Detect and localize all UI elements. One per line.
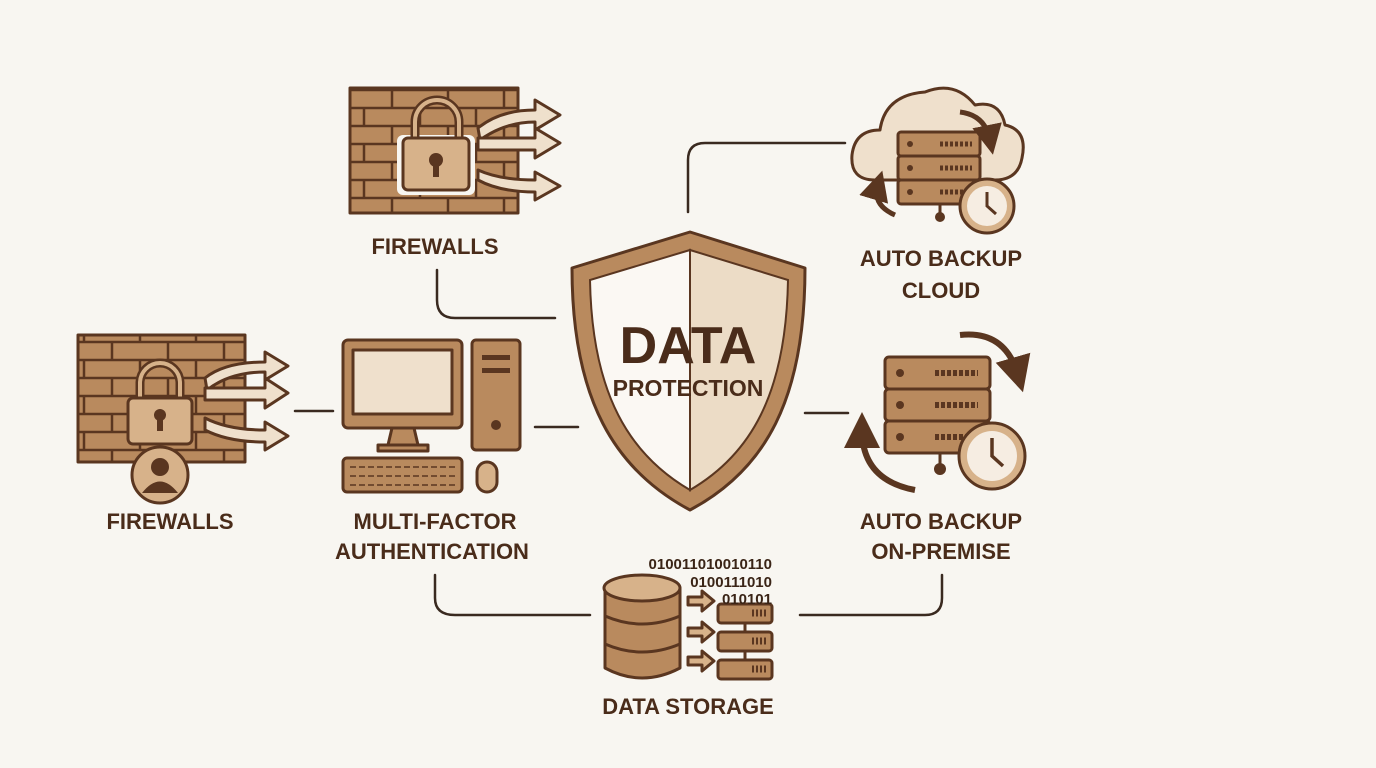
backup-cloud-label-line1: AUTO BACKUP: [860, 246, 1022, 271]
center-subtitle: PROTECTION: [613, 375, 764, 401]
data-storage-label: DATA STORAGE: [602, 694, 774, 719]
data-protection-shield: DATA PROTECTION: [570, 230, 807, 512]
mfa-label-line1: MULTI-FACTOR: [354, 509, 517, 534]
backup-onprem-label-line2: ON-PREMISE: [871, 539, 1010, 564]
backup-cloud-label-line2: CLOUD: [902, 278, 980, 303]
connector-lines: [293, 141, 944, 617]
firewalls-left-label: FIREWALLS: [106, 509, 233, 534]
center-title: DATA: [620, 317, 757, 375]
mfa-label-line2: AUTHENTICATION: [335, 539, 529, 564]
database-icon: [602, 573, 774, 681]
brick-wall-lock-user-icon: [76, 333, 290, 505]
binary-line-1: 010011010010110: [649, 556, 772, 573]
firewalls-top-label: FIREWALLS: [371, 234, 498, 259]
backup-onprem-label-line1: AUTO BACKUP: [860, 509, 1022, 534]
binary-line-3: 010101: [722, 591, 772, 608]
desktop-computer-icon: [341, 338, 522, 494]
server-clock-icon: [844, 331, 1031, 493]
cloud-server-clock-icon: [850, 86, 1025, 235]
binary-line-2: 0100111010: [690, 574, 772, 591]
brick-wall-lock-icon: [348, 86, 562, 215]
